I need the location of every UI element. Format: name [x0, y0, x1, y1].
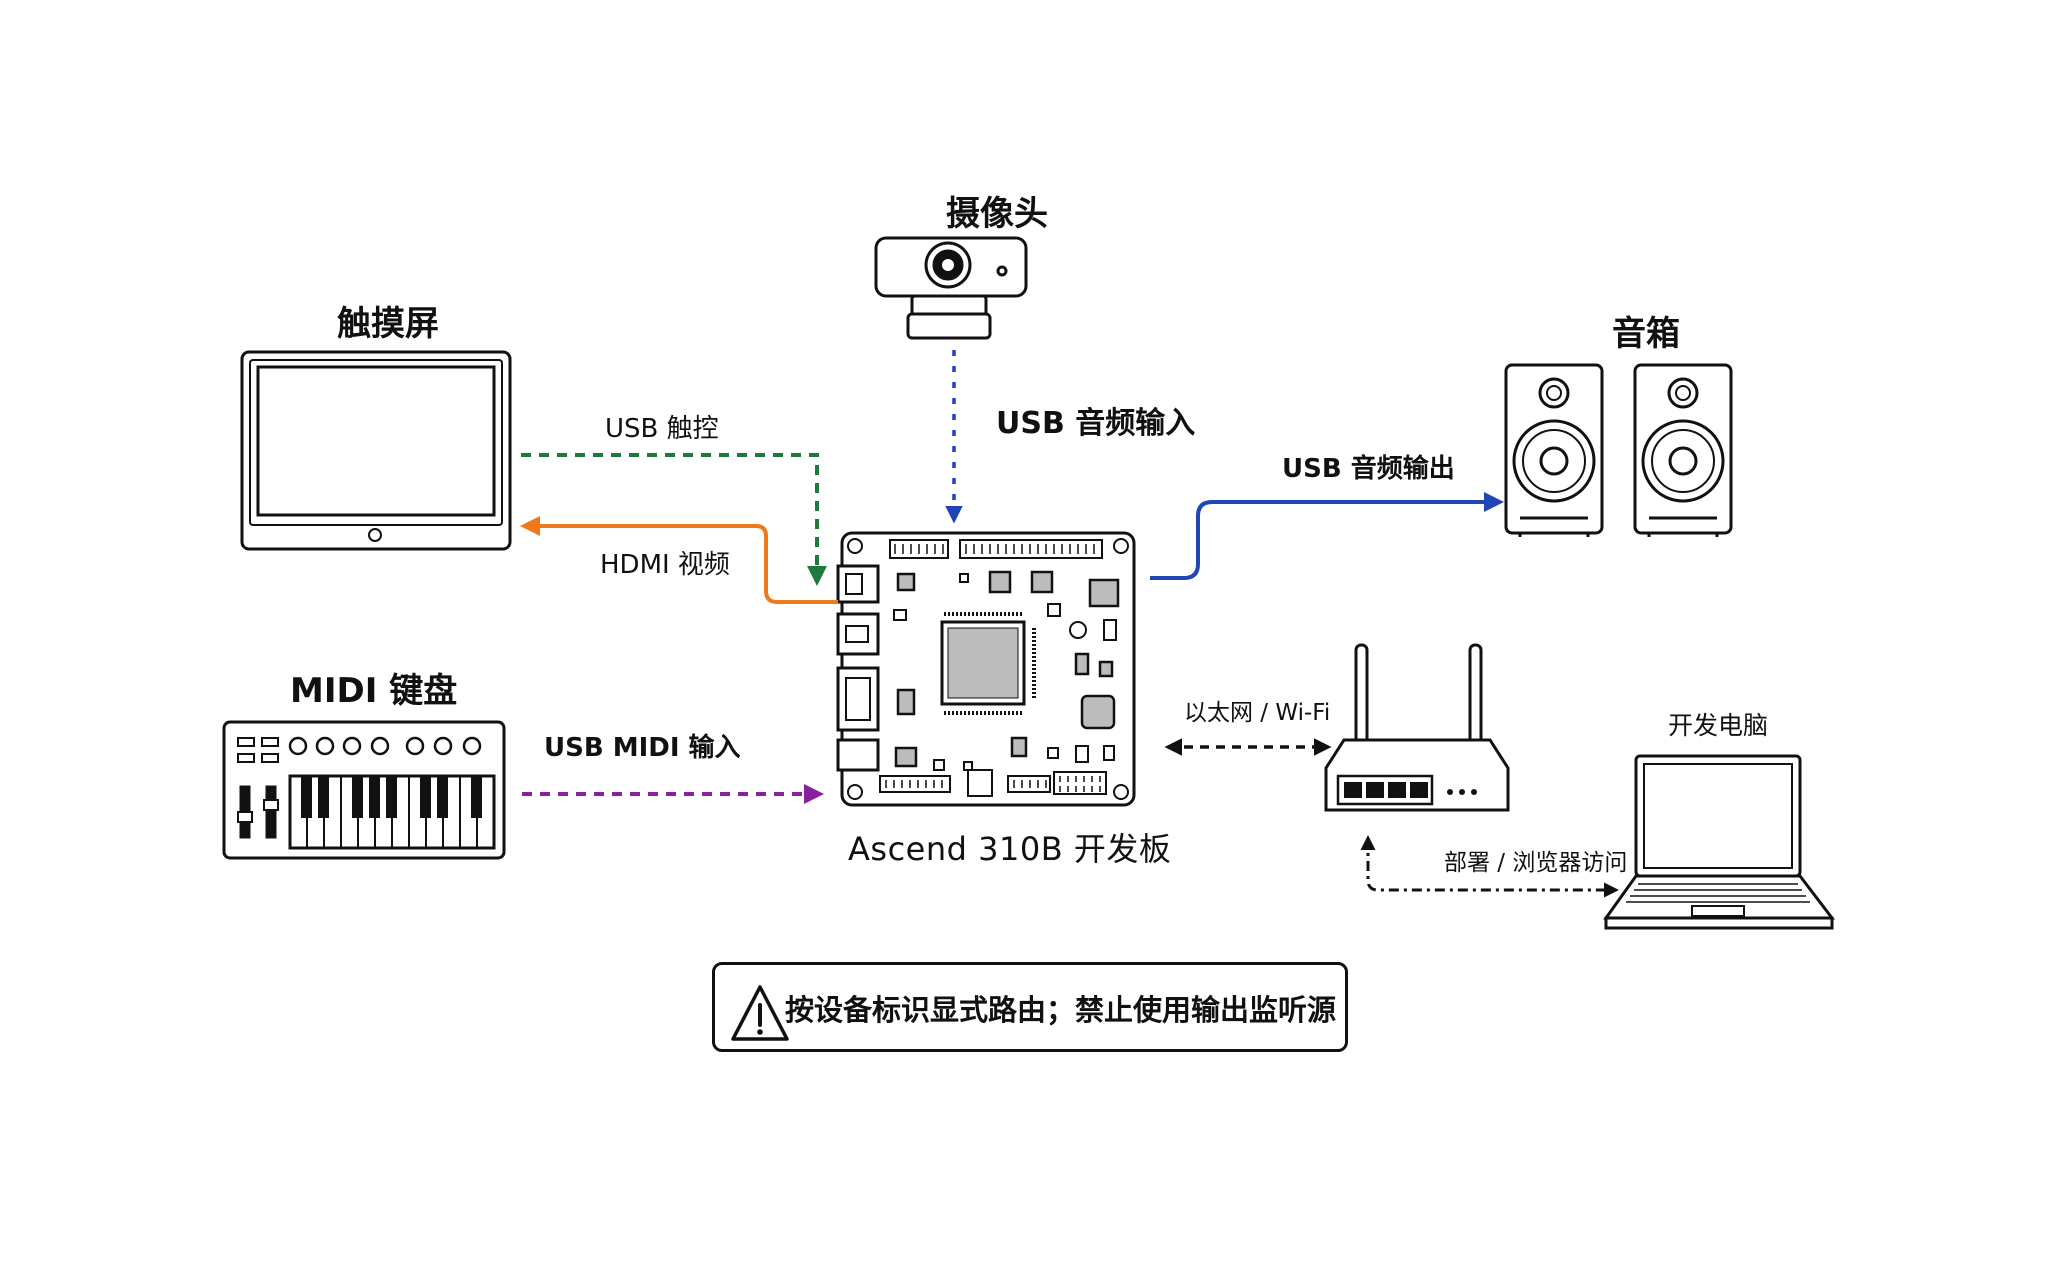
warning-triangle-icon	[731, 985, 789, 1041]
dev-pc-label: 开发电脑	[1668, 711, 1769, 740]
hdmi-video-label: HDMI 视频	[600, 550, 730, 580]
camera-icon	[874, 236, 1028, 340]
touchscreen-icon	[240, 350, 512, 551]
usb-audio-out-label: USB 音频输出	[1282, 454, 1455, 484]
deploy-browse-line	[1360, 835, 1619, 898]
ascend-board-icon	[836, 531, 1136, 807]
usb-midi-in-label: USB MIDI 输入	[544, 733, 741, 763]
usb-audio-in-label: USB 音频输入	[996, 406, 1196, 441]
midi-keyboard-label: MIDI 键盘	[290, 671, 458, 711]
deploy-browse-label: 部署 / 浏览器访问	[1444, 850, 1628, 876]
usb-audio-out-line	[1150, 492, 1504, 580]
midi-keyboard-icon	[222, 720, 506, 860]
warning-box: 按设备标识显式路由；禁止使用输出监听源	[712, 962, 1348, 1052]
speakers-label: 音箱	[1612, 314, 1680, 354]
usb-touch-line	[521, 453, 827, 586]
warning-text: 按设备标识显式路由；禁止使用输出监听源	[785, 993, 1337, 1027]
hdmi-video-line	[520, 516, 838, 604]
speaker-right-icon	[1633, 363, 1733, 537]
touchscreen-label: 触摸屏	[337, 304, 439, 344]
camera-label: 摄像头	[946, 194, 1048, 234]
usb-touch-label: USB 触控	[605, 414, 719, 444]
laptop-icon	[1603, 754, 1836, 930]
router-icon	[1324, 643, 1510, 812]
speaker-left-icon	[1504, 363, 1604, 537]
board-label: Ascend 310B 开发板	[848, 830, 1172, 868]
speakers-icon	[1504, 363, 1733, 537]
ethernet-wifi-label: 以太网 / Wi-Fi	[1184, 700, 1331, 726]
